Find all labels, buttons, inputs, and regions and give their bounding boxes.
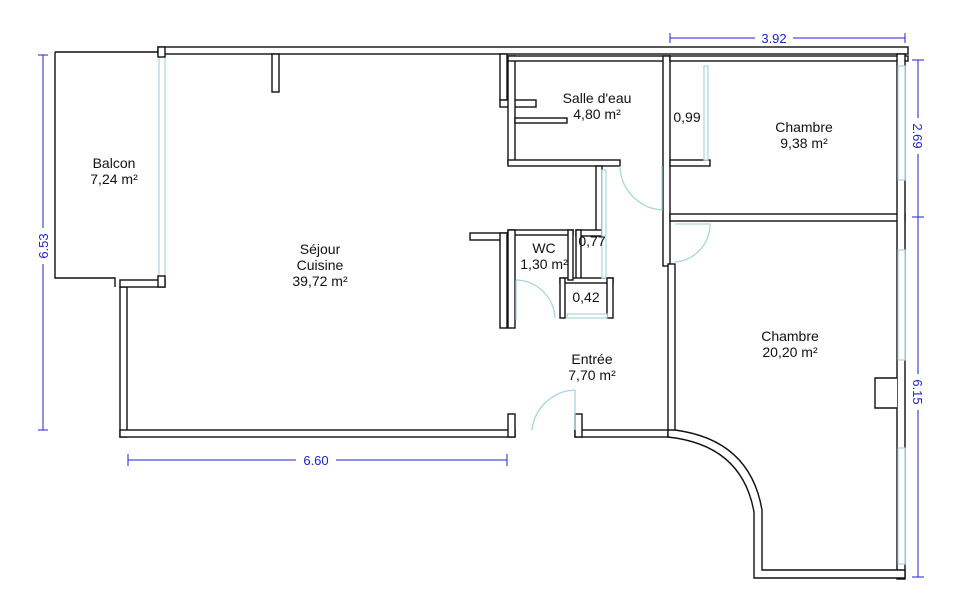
closet3-area: 0,42 xyxy=(572,289,599,305)
chambre2-name: Chambre xyxy=(761,328,819,344)
dimension-right-lower: 6.15 xyxy=(910,379,925,404)
balcony-window xyxy=(158,55,166,277)
dimension-top: 3.92 xyxy=(761,31,786,46)
balcon-name: Balcon xyxy=(93,155,136,171)
windows xyxy=(566,65,906,565)
closet1-area: 0,99 xyxy=(673,109,700,125)
sejour-area: 39,72 m² xyxy=(292,273,348,289)
chambre2-area: 20,20 m² xyxy=(762,344,818,360)
closet2-area: 0,77 xyxy=(578,233,605,249)
sejour-name2: Cuisine xyxy=(297,257,344,273)
dimension-bottom: 6.60 xyxy=(303,453,328,468)
doors xyxy=(515,165,711,431)
wc-name: WC xyxy=(532,240,555,256)
salle-eau-area: 4,80 m² xyxy=(573,106,621,122)
entree-name: Entrée xyxy=(571,351,612,367)
wc-area: 1,30 m² xyxy=(520,256,568,272)
salle-eau-name: Salle d'eau xyxy=(563,90,632,106)
chambre1-area: 9,38 m² xyxy=(780,135,828,151)
sejour-name: Séjour xyxy=(300,241,341,257)
balcon-area: 7,24 m² xyxy=(90,171,138,187)
entree-area: 7,70 m² xyxy=(568,367,616,383)
dimension-right-upper: 2.69 xyxy=(910,123,925,148)
room-labels: Balcon 7,24 m² Séjour Cuisine 39,72 m² S… xyxy=(90,90,833,383)
dimension-left: 6.53 xyxy=(36,233,51,258)
dimension-lines xyxy=(38,33,924,578)
chambre1-name: Chambre xyxy=(775,119,833,135)
